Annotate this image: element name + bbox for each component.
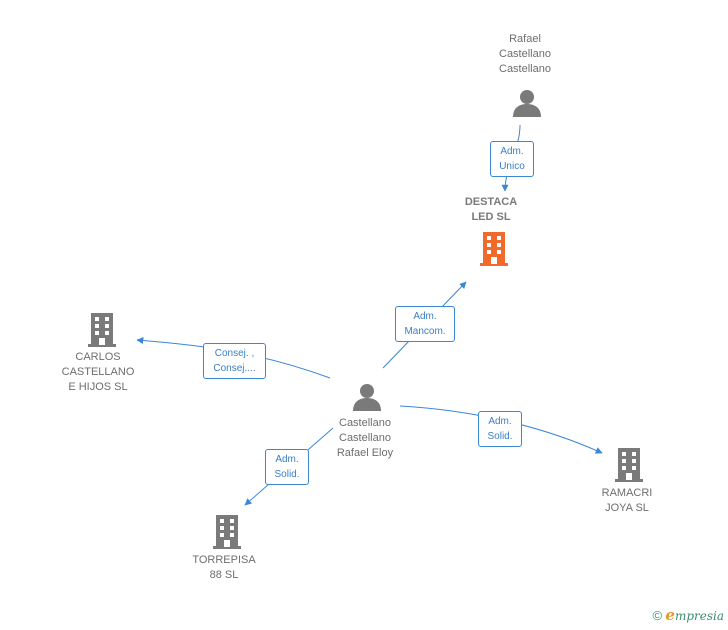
node-label-torrepisa[interactable]: TORREPISA 88 SL: [192, 554, 256, 581]
person-icon[interactable]: [352, 382, 382, 412]
node-label-destaca[interactable]: DESTACA LED SL: [464, 196, 518, 223]
node-label-rafael[interactable]: Rafael Castellano Castellano: [499, 33, 551, 75]
edge-label-adm-solid-left: Adm. Solid.: [265, 449, 309, 485]
edge-label-adm-mancom: Adm. Mancom.: [395, 306, 455, 342]
footer-branding: © empresia: [652, 606, 724, 624]
building-icon[interactable]: [86, 313, 118, 347]
edge-label-consej: Consej. , Consej....: [203, 343, 266, 379]
person-icon[interactable]: [512, 88, 542, 118]
edge-label-adm-unico: Adm. Unico: [490, 141, 534, 177]
copyright-symbol: ©: [652, 608, 663, 623]
node-label-ramacri[interactable]: RAMACRI JOYA SL: [601, 487, 653, 514]
empresia-logo: empresia: [665, 606, 724, 624]
node-label-carlos[interactable]: CARLOS CASTELLANO E HIJOS SL: [61, 351, 135, 393]
building-icon[interactable]: [613, 448, 645, 482]
node-label-eloy[interactable]: Castellano Castellano Rafael Eloy: [336, 417, 394, 459]
edge-label-adm-solid-right: Adm. Solid.: [478, 411, 522, 447]
building-icon[interactable]: [478, 232, 510, 266]
building-icon[interactable]: [211, 515, 243, 549]
